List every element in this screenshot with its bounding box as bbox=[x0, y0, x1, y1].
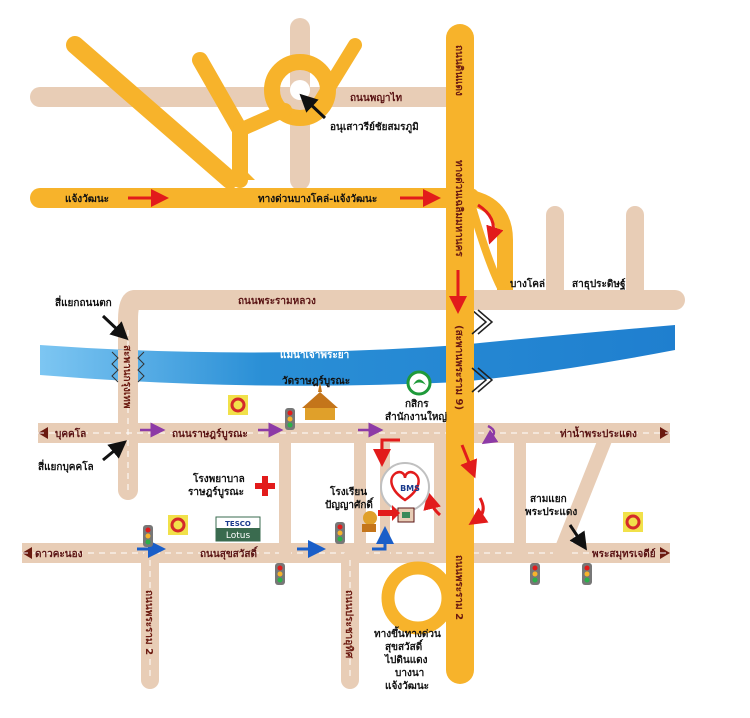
traffic-light-icon bbox=[285, 408, 295, 430]
place-label-wat: วัดราษฎร์บูรณะ bbox=[282, 375, 350, 388]
road-label-chaeng-wattana: แจ้งวัฒนะ bbox=[65, 193, 109, 205]
place-label-expressway-entry-5: แจ้งวัฒนะ bbox=[385, 680, 429, 692]
place-label-expressway-entry-3: ไปดินแดง bbox=[384, 653, 428, 666]
tesco-lotus-logo: TESCO Lotus bbox=[215, 516, 261, 542]
road-label-rama2-vertical: ถนนพระราม 2 bbox=[453, 555, 464, 620]
red-pointer-icon bbox=[378, 505, 400, 521]
traffic-light-icon bbox=[582, 563, 592, 585]
place-label-kasikorn-2: สำนักงานใหญ่ bbox=[385, 410, 447, 423]
road-label-rama3-expressway: ทางด่วนเฉลิมมหานคร bbox=[453, 160, 465, 257]
place-label-three-way-1: สามแยก bbox=[530, 494, 567, 505]
bms-location-marker: BMS bbox=[380, 462, 430, 512]
place-label-intersection-taksin: สี่แยกถนนตก bbox=[55, 295, 112, 309]
kasikorn-logo-icon bbox=[406, 370, 432, 396]
route-arrows-purple bbox=[140, 422, 499, 445]
place-label-hospital-2: ราษฎร์บูรณะ bbox=[188, 486, 244, 499]
convenience-store-icon bbox=[168, 515, 188, 535]
place-label-intersection-bukkhalo: สี่แยกบุคคโล bbox=[38, 459, 94, 473]
place-label-expressway-entry-2: สุขสวัสดิ์ bbox=[385, 639, 424, 653]
school-icon bbox=[362, 511, 377, 532]
traffic-light-icon bbox=[143, 525, 153, 547]
road-label-taksin-bridge: สะพานกรุงเทพ bbox=[121, 345, 132, 409]
road-label-phra-samut: พระสมุทรเจดีย์ bbox=[592, 548, 656, 560]
chao-phraya-river bbox=[40, 325, 675, 386]
bms-building-icon bbox=[397, 507, 415, 523]
place-label-monument: อนุเสาวรีย์ชัยสมรภูมิ bbox=[330, 121, 419, 134]
place-label-school-2: ปัญญาศักดิ์ bbox=[325, 497, 374, 511]
road-label-bang-khlo: บางโคล่ bbox=[510, 277, 545, 290]
bridge-road bbox=[118, 290, 145, 500]
expressway-loop bbox=[381, 561, 455, 635]
road-label-bukkhalo: บุคคโล bbox=[55, 427, 86, 440]
road-label-dao-khanong: ดาวคะนอง bbox=[35, 549, 83, 560]
road-label-suk-sawat: ถนนสุขสวัสดิ์ bbox=[200, 546, 259, 560]
monument-center bbox=[290, 80, 310, 100]
top-roads bbox=[30, 18, 644, 304]
road-label-expressway: ทางด่วนบางโคล่-แจ้งวัฒนะ bbox=[258, 192, 377, 205]
place-label-expressway-entry-4: บางนา bbox=[395, 668, 424, 679]
place-label-school-1: โรงเรียน bbox=[329, 485, 367, 498]
convenience-store-icon bbox=[623, 512, 643, 532]
place-label-kasikorn-1: กสิกร bbox=[405, 398, 429, 410]
road-label-sathu-pradit: สาธุประดิษฐ์ bbox=[572, 278, 626, 290]
tesco-text: TESCO bbox=[225, 520, 251, 528]
road-label-rama9-bridge: (สะพานพระราม 9) bbox=[453, 325, 464, 410]
road-label-rat-burana: ถนนราษฎร์บูรณะ bbox=[172, 428, 248, 441]
bms-logo-text: BMS bbox=[400, 484, 420, 493]
bridge-chevrons bbox=[471, 309, 494, 393]
pointer-arrows bbox=[101, 93, 587, 551]
traffic-light-icon bbox=[530, 563, 540, 585]
road-label-tha-nam: ท่าน้ำพระประแดง bbox=[560, 426, 637, 440]
route-arrows-blue bbox=[137, 526, 394, 558]
lotus-text: Lotus bbox=[226, 531, 251, 541]
hospital-cross-icon bbox=[255, 476, 275, 496]
place-label-three-way-2: พระประแดง bbox=[525, 506, 577, 518]
temple-icon bbox=[302, 382, 338, 420]
traffic-light-icon bbox=[275, 563, 285, 585]
label-river: แม่น้ำเจ้าพระยา bbox=[280, 347, 349, 361]
road-label-pracha-uthit: ถนนประชาอุทิศ bbox=[343, 590, 355, 659]
road-label-rama2: ถนนพระราม 2 bbox=[143, 590, 154, 655]
road-label-phra-ram-luang: ถนนพระรามหลวง bbox=[238, 296, 316, 307]
place-label-expressway-entry-1: ทางขึ้นทางด่วน bbox=[374, 626, 441, 640]
road-label-phaya-thai: ถนนพญาไท bbox=[350, 91, 402, 104]
route-arrows-red bbox=[128, 189, 504, 525]
convenience-store-icon bbox=[228, 395, 248, 415]
place-label-hospital-1: โรงพยาบาล bbox=[192, 472, 245, 485]
road-label-din-daeng: ถนนดินแดง bbox=[453, 45, 465, 96]
traffic-light-icon bbox=[335, 522, 345, 544]
